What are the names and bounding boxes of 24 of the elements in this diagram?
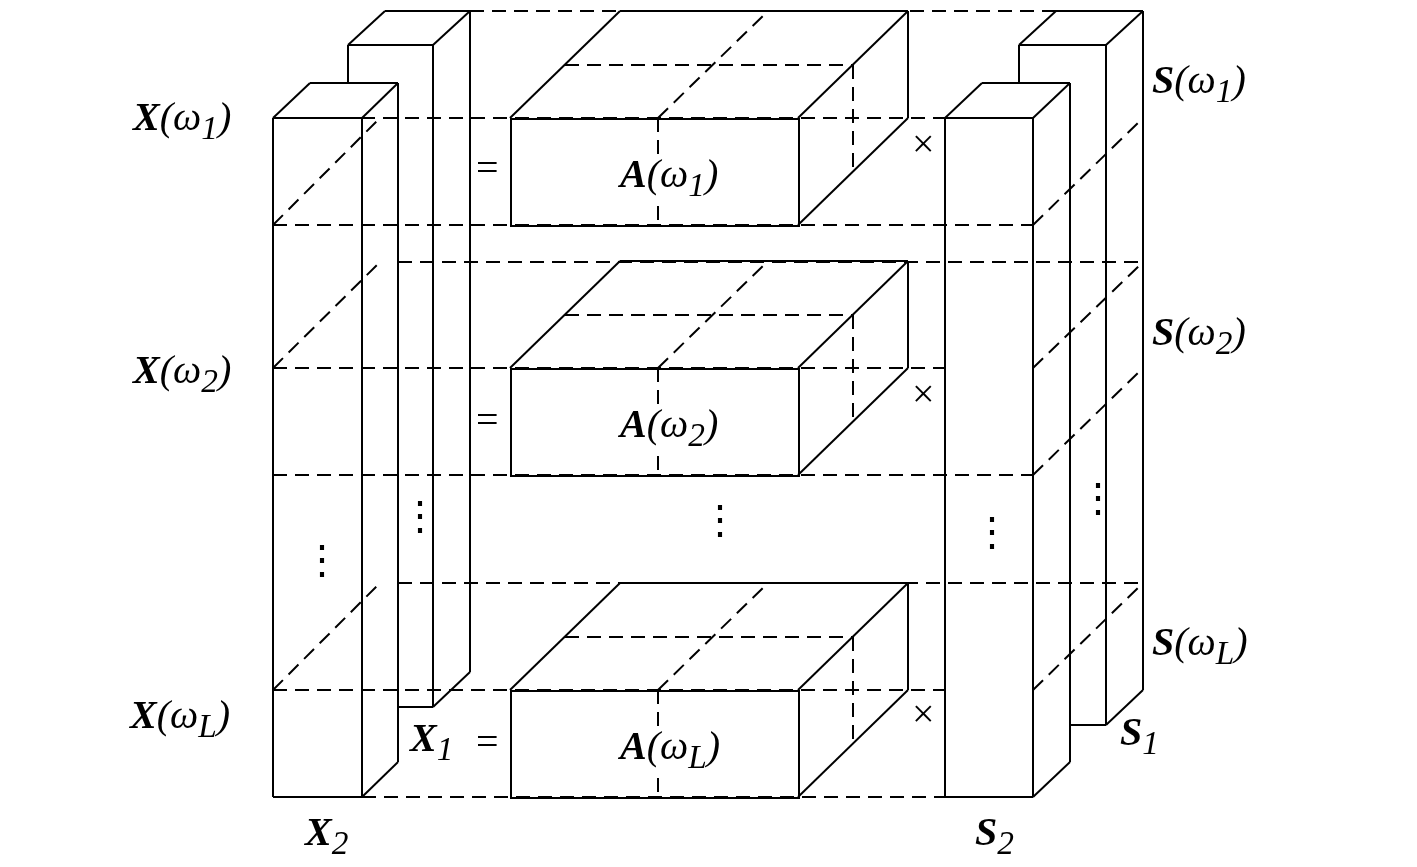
matrix-front-face (510, 118, 800, 227)
equals-sign: = (476, 722, 499, 762)
matrix-front-face (510, 368, 800, 477)
math-label: S(ω$_{1}$) (1152, 60, 1246, 108)
math-label: S(ω$_{L}$) (1152, 622, 1248, 670)
math-label: X$_{2}$ (305, 812, 349, 860)
vertical-ellipsis: ⋮ (302, 540, 342, 580)
vertical-ellipsis: ⋮ (972, 512, 1012, 552)
math-label: X(ω$_{2}$) (133, 350, 232, 398)
times-sign: × (912, 124, 935, 164)
math-label: S(ω$_{2}$) (1152, 312, 1246, 360)
times-sign: × (912, 374, 935, 414)
equals-sign: = (476, 148, 499, 188)
vertical-ellipsis: ⋮ (700, 500, 740, 540)
math-label: S$_{2}$ (975, 812, 1014, 860)
math-label: S$_{1}$ (1120, 712, 1159, 760)
math-label: X(ω$_{1}$) (133, 97, 232, 145)
matrix-front-face (510, 690, 800, 799)
vertical-ellipsis: ⋮ (1078, 478, 1118, 518)
math-label: X$_{1}$ (410, 718, 454, 766)
math-label: X(ω$_{L}$) (130, 695, 231, 743)
vertical-ellipsis: ⋮ (400, 496, 440, 536)
times-sign: × (912, 694, 935, 734)
equals-sign: = (476, 400, 499, 440)
